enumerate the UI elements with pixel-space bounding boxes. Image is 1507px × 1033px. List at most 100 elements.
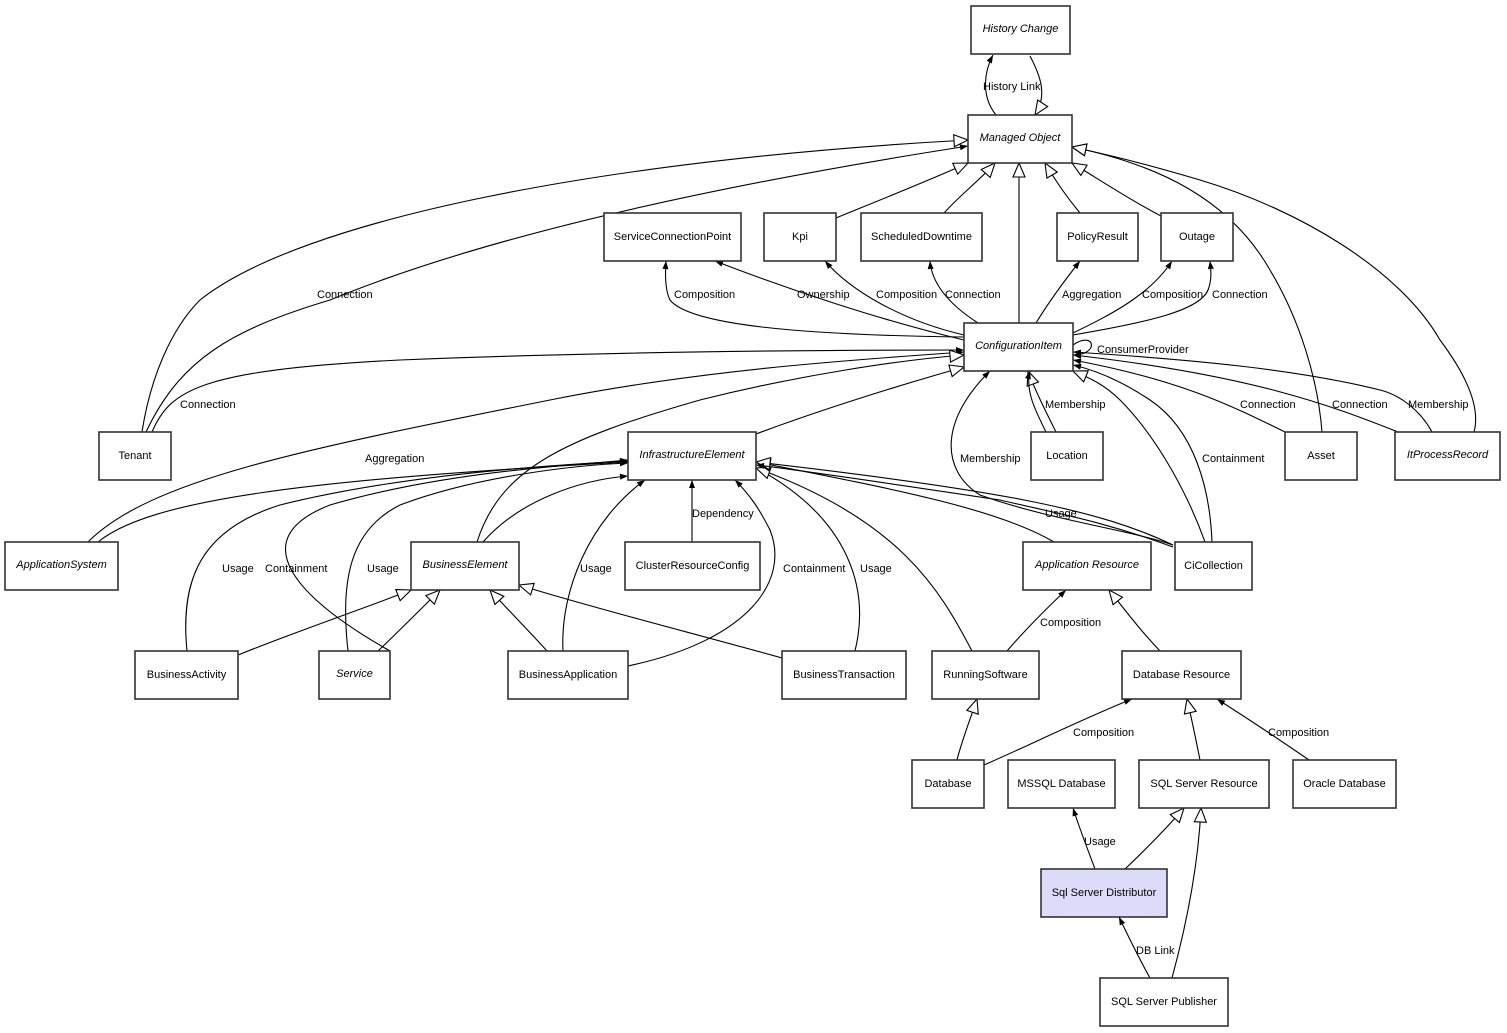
class-node-configuration-item[interactable]: ConfigurationItem	[963, 322, 1074, 372]
association-edge-OracleDatabase-to-DatabaseResource	[1216, 698, 1310, 761]
edge-label: Connection	[945, 289, 1001, 301]
edge-label: Composition	[1268, 727, 1329, 739]
node-box[interactable]	[1040, 868, 1168, 918]
node-box[interactable]	[627, 431, 757, 481]
node-box[interactable]	[860, 212, 983, 262]
node-box[interactable]	[931, 650, 1040, 700]
filled-arrow-icon	[714, 260, 965, 341]
class-node-service-connection-point[interactable]: ServiceConnectionPoint	[603, 212, 742, 262]
node-box[interactable]	[970, 5, 1071, 55]
association-edge-Service-to-InfrastructureElement	[284, 457, 629, 652]
class-node-mssqldatabase[interactable]: MSSQL Database	[1007, 759, 1116, 809]
filled-arrow-icon	[97, 459, 629, 543]
inheritance-edge-CiCollection-to-ConfigurationItem	[1073, 371, 1206, 543]
node-box[interactable]	[4, 541, 119, 591]
node-box[interactable]	[1030, 431, 1104, 481]
node-label: Oracle Database	[1303, 778, 1386, 790]
class-node-history-change[interactable]: History Change	[970, 5, 1071, 55]
class-node-sqlserver-publisher[interactable]: SQL Server Publisher	[1099, 977, 1229, 1027]
edge-label: Usage	[860, 563, 892, 575]
class-node-scheduled-downtime[interactable]: ScheduledDowntime	[860, 212, 983, 262]
filled-arrow-icon	[1072, 260, 1214, 336]
filled-arrow-icon	[87, 349, 965, 543]
class-node-oracle-database[interactable]: Oracle Database	[1292, 759, 1397, 809]
association-edge-BusinessApplication-to-InfrastructureElement	[627, 479, 776, 667]
class-node-sql-server-distributor[interactable]: Sql Server Distributor	[1040, 868, 1168, 918]
node-label: Application Resource	[1034, 559, 1139, 571]
class-node-service[interactable]: Service	[318, 650, 391, 700]
edge-label: Composition	[1142, 289, 1203, 301]
class-node-sqlserver-resource[interactable]: SQL Server Resource	[1138, 759, 1270, 809]
class-node-outage[interactable]: Outage	[1160, 212, 1234, 262]
node-box[interactable]	[1394, 431, 1501, 481]
edge-label: Composition	[1040, 617, 1101, 629]
node-box[interactable]	[134, 650, 239, 700]
node-box[interactable]	[507, 650, 629, 700]
class-node-location[interactable]: Location	[1030, 431, 1104, 481]
class-node-policy-result[interactable]: PolicyResult	[1056, 212, 1139, 262]
filled-arrow-icon	[1216, 698, 1310, 761]
node-box[interactable]	[1022, 541, 1152, 591]
node-box[interactable]	[1121, 650, 1242, 700]
association-edge-BusinessTransaction-to-InfrastructureElement	[759, 469, 861, 652]
class-node-database[interactable]: Database	[911, 759, 985, 809]
node-label: BusinessActivity	[147, 669, 227, 681]
inheritance-edge-ItProcessRecord-to-ManagedObject	[1072, 147, 1477, 433]
class-node-asset[interactable]: Asset	[1284, 431, 1358, 481]
association-edge-Database-to-DatabaseResource	[983, 698, 1133, 766]
class-node-infrastructure-element[interactable]: InfrastructureElement	[627, 431, 757, 481]
inheritance-edge-ScheduledDowntime-to-ManagedObject	[943, 163, 995, 214]
class-node-managed-object[interactable]: Managed Object	[967, 114, 1073, 164]
association-edge-Tenant-to-ConfigurationItem	[151, 347, 965, 433]
node-label: BusinessElement	[423, 559, 509, 571]
class-node-kpi[interactable]: Kpi	[763, 212, 837, 262]
inheritance-edge-Kpi-to-ManagedObject	[835, 163, 968, 219]
inheritance-edge-BusinessTransaction-to-BusinessElement	[519, 585, 783, 659]
class-node-tenant[interactable]: Tenant	[98, 431, 172, 481]
edge-label: Usage	[1084, 836, 1116, 848]
node-box[interactable]	[1138, 759, 1270, 809]
association-edge-SQLServerPublisher-to-SqlServerDistributor	[1118, 916, 1151, 979]
association-edge-BusinessElement-to-InfrastructureElement	[482, 473, 629, 543]
class-node-it-process-record[interactable]: ItProcessRecord	[1394, 431, 1501, 481]
class-node-business-element[interactable]: BusinessElement	[410, 541, 520, 591]
filled-arrow-icon	[1006, 589, 1067, 652]
node-box[interactable]	[967, 114, 1073, 164]
hollow-arrow-icon	[1072, 147, 1323, 433]
hollow-arrow-icon	[141, 140, 968, 433]
node-box[interactable]	[603, 212, 742, 262]
node-box[interactable]	[1007, 759, 1116, 809]
node-box[interactable]	[98, 431, 172, 481]
node-box[interactable]	[1292, 759, 1397, 809]
node-box[interactable]	[963, 322, 1074, 372]
class-node-database-resource[interactable]: Database Resource	[1121, 650, 1242, 700]
node-box[interactable]	[763, 212, 837, 262]
association-edge-Asset-to-ConfigurationItem	[1072, 358, 1286, 433]
node-box[interactable]	[318, 650, 391, 700]
filled-arrow-icon	[755, 462, 1174, 548]
node-box[interactable]	[1160, 212, 1234, 262]
class-node-business-transaction[interactable]: BusinessTransaction	[781, 650, 907, 700]
filled-arrow-icon	[983, 698, 1133, 766]
node-box[interactable]	[410, 541, 520, 591]
node-box[interactable]	[911, 759, 985, 809]
node-box[interactable]	[1099, 977, 1229, 1027]
class-node-application-resource[interactable]: Application Resource	[1022, 541, 1152, 591]
node-label: Tenant	[118, 450, 151, 462]
edge-label: Membership	[960, 453, 1021, 465]
node-box[interactable]	[1174, 541, 1253, 591]
class-node-running-software[interactable]: RunningSoftware	[931, 650, 1040, 700]
node-box[interactable]	[1284, 431, 1358, 481]
node-box[interactable]	[1056, 212, 1139, 262]
node-box[interactable]	[624, 541, 761, 591]
class-node-ci-collection[interactable]: CiCollection	[1174, 541, 1253, 591]
node-box[interactable]	[781, 650, 907, 700]
class-node-application-system[interactable]: ApplicationSystem	[4, 541, 119, 591]
association-edge-BusinessActivity-to-InfrastructureElement	[185, 458, 629, 652]
class-node-cluster-resource-config[interactable]: ClusterResourceConfig	[624, 541, 761, 591]
node-label: BusinessTransaction	[793, 669, 895, 681]
class-node-business-application[interactable]: BusinessApplication	[507, 650, 629, 700]
class-node-business-activity[interactable]: BusinessActivity	[134, 650, 239, 700]
inheritance-edge-CiCollection-to-InfrastructureElement	[756, 462, 1174, 546]
association-edge-ApplicationSystem-to-ConfigurationItem	[87, 349, 965, 543]
